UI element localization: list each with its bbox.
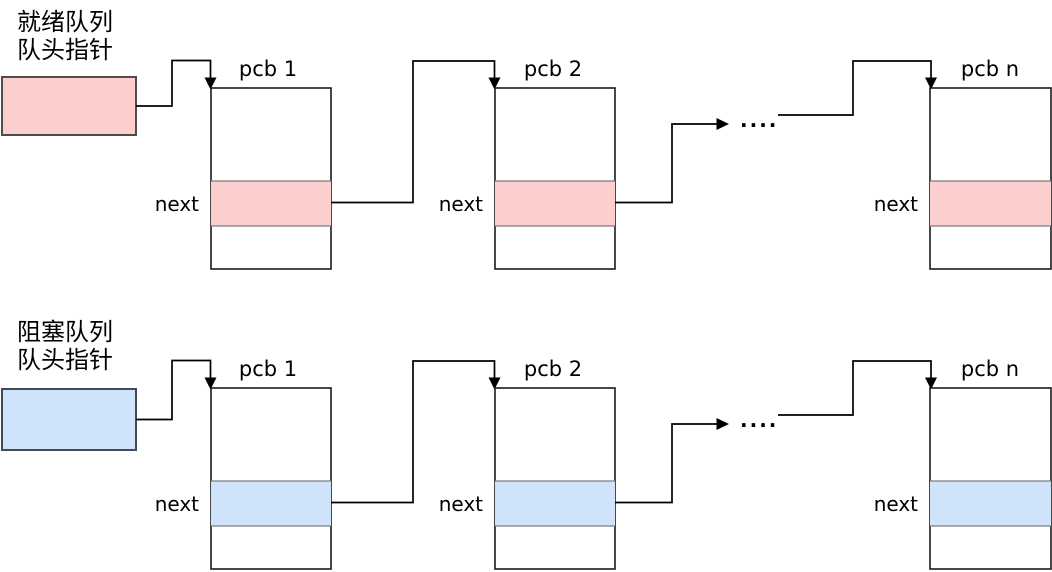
pcb-title: pcb n — [961, 57, 1019, 81]
arrowhead-down-icon — [204, 377, 217, 390]
arrowhead-down-icon — [488, 77, 501, 90]
pcb-next-field — [495, 181, 615, 226]
pcb-box — [210, 387, 332, 570]
head-pointer-box — [1, 388, 137, 451]
queue-label-line1: 阻塞队列 — [17, 318, 113, 346]
queue-label-line2: 队头指针 — [17, 36, 113, 64]
next-field-label: next — [874, 492, 918, 516]
pcb-next-field — [495, 481, 615, 526]
connector-line — [331, 60, 496, 204]
pcb-box — [929, 87, 1052, 270]
pcb-box — [929, 387, 1052, 570]
next-field-label: next — [439, 192, 483, 216]
connector-line — [778, 360, 932, 416]
pcb-box — [210, 87, 332, 270]
ellipsis-dots: .... — [740, 408, 778, 432]
pcb-next-field — [211, 481, 331, 526]
next-field-label: next — [155, 192, 199, 216]
connector-line — [615, 423, 717, 504]
head-pointer-box — [1, 76, 137, 136]
pcb-next-field — [930, 481, 1051, 526]
pcb-box — [494, 387, 616, 570]
pcb-box — [494, 87, 616, 270]
next-field-label: next — [155, 492, 199, 516]
ready-queue-row: 就绪队列 队头指针 pcb 1 next pcb 2 next .... pcb… — [1, 8, 1052, 270]
ellipsis-dots: .... — [740, 108, 778, 132]
connector-line — [331, 360, 496, 504]
pcb-title: pcb 1 — [239, 357, 297, 381]
connector-line — [136, 359, 212, 421]
pcb-title: pcb 2 — [524, 57, 582, 81]
pcb-next-field — [930, 181, 1051, 226]
arrowhead-right-icon — [716, 418, 729, 430]
pcb-next-field — [211, 181, 331, 226]
connector-line — [136, 59, 212, 107]
arrowhead-down-icon — [925, 77, 937, 90]
pcb-title: pcb n — [961, 357, 1019, 381]
next-field-label: next — [439, 492, 483, 516]
arrowhead-down-icon — [488, 377, 501, 390]
blocked-queue-row: 阻塞队列 队头指针 pcb 1 next pcb 2 next .... pcb… — [1, 318, 1052, 570]
queue-label-line2: 队头指针 — [17, 346, 113, 374]
connector-line — [778, 60, 932, 116]
queue-label-line1: 就绪队列 — [17, 8, 113, 36]
arrowhead-right-icon — [716, 118, 729, 130]
pcb-title: pcb 2 — [524, 357, 582, 381]
connector-line — [615, 123, 717, 204]
arrowhead-down-icon — [925, 377, 937, 390]
next-field-label: next — [874, 192, 918, 216]
pcb-title: pcb 1 — [239, 57, 297, 81]
arrowhead-down-icon — [204, 77, 217, 90]
